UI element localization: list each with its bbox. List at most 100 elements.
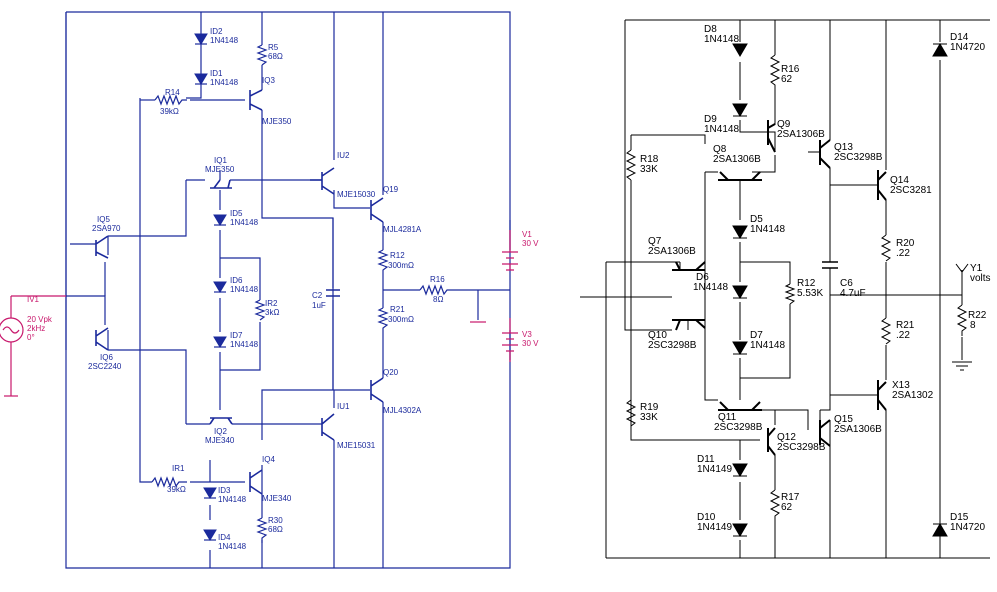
svg-text:D9: D9 (704, 114, 717, 125)
diode-D7 (732, 341, 748, 355)
svg-text:D7: D7 (750, 330, 763, 341)
svg-text:300mΩ: 300mΩ (388, 315, 414, 324)
svg-text:Q19: Q19 (383, 185, 399, 194)
diode-ID7 (213, 336, 227, 348)
resistor-R12 (377, 249, 389, 275)
capacitor-C6 (822, 260, 838, 275)
transistor-Q12 (767, 427, 776, 456)
svg-text:IQ6: IQ6 (100, 353, 113, 362)
svg-text:D15: D15 (950, 512, 969, 523)
svg-text:R18: R18 (640, 154, 659, 165)
svg-text:2kHz: 2kHz (27, 324, 45, 333)
svg-text:1N4720: 1N4720 (950, 522, 985, 533)
transistor-IQ5 (95, 235, 109, 259)
svg-text:1N4149: 1N4149 (697, 464, 732, 475)
svg-text:R16: R16 (781, 64, 800, 75)
svg-text:33K: 33K (640, 412, 658, 423)
svg-text:Q20: Q20 (383, 368, 399, 377)
svg-text:R21: R21 (390, 305, 405, 314)
svg-text:V3: V3 (522, 330, 532, 339)
svg-text:D8: D8 (704, 24, 717, 35)
svg-text:D10: D10 (697, 512, 716, 523)
svg-text:ID1: ID1 (210, 69, 223, 78)
resistor-R21r (880, 317, 892, 345)
svg-text:MJE340: MJE340 (262, 494, 292, 503)
transistor-X13 (877, 380, 887, 411)
diode-D9 (732, 103, 748, 117)
svg-text:IQ4: IQ4 (262, 455, 275, 464)
diode-ID4 (203, 529, 217, 541)
svg-text:R5: R5 (268, 43, 279, 52)
svg-text:1N4148: 1N4148 (218, 542, 247, 551)
svg-text:20 Vpk: 20 Vpk (27, 315, 53, 324)
ground-symbol-right (952, 361, 972, 371)
resistor-R12r (784, 283, 796, 305)
svg-text:C6: C6 (840, 278, 853, 289)
svg-text:volts: volts (970, 273, 991, 284)
svg-text:C2: C2 (312, 291, 323, 300)
svg-text:Q11: Q11 (718, 412, 737, 423)
battery-V3 (502, 318, 518, 362)
svg-text:1N4148: 1N4148 (230, 218, 259, 227)
svg-text:MJE350: MJE350 (262, 117, 292, 126)
capacitor-C2 (326, 289, 340, 297)
diode-D11 (732, 463, 748, 477)
resistor-R18 (625, 149, 637, 181)
svg-text:MJE340: MJE340 (205, 436, 235, 445)
resistor-R22 (956, 304, 968, 336)
svg-text:MJE350: MJE350 (205, 165, 235, 174)
svg-text:1N4148: 1N4148 (704, 124, 739, 135)
svg-text:IR2: IR2 (265, 299, 278, 308)
transistor-Q9 (767, 120, 776, 153)
svg-text:2SA1306B: 2SA1306B (713, 154, 761, 165)
svg-text:2SC3298B: 2SC3298B (714, 422, 763, 433)
svg-text:MJL4281A: MJL4281A (383, 225, 422, 234)
diode-ID6 (213, 281, 227, 293)
svg-text:2SA1306B: 2SA1306B (648, 246, 696, 257)
svg-text:4.7uF: 4.7uF (840, 288, 866, 299)
svg-text:Q13: Q13 (834, 142, 853, 153)
svg-text:2SC3298B: 2SC3298B (834, 152, 883, 163)
resistor-R30 (256, 517, 268, 543)
svg-text:68Ω: 68Ω (268, 525, 283, 534)
diode-ID5 (213, 214, 227, 226)
transistor-Q8 (718, 171, 762, 181)
diode-D14 (932, 43, 948, 57)
transistor-Q7 (672, 261, 706, 271)
svg-text:1N4720: 1N4720 (950, 42, 985, 53)
svg-text:Q7: Q7 (648, 236, 662, 247)
ac-source-IV1 (0, 295, 66, 396)
svg-text:D14: D14 (950, 32, 969, 43)
svg-text:Q8: Q8 (713, 144, 727, 155)
transistor-Q10 (672, 319, 706, 331)
resistor-R19 (625, 399, 637, 427)
svg-text:.22: .22 (896, 330, 910, 341)
label-R20: R20.22 (896, 238, 915, 259)
svg-text:IQ3: IQ3 (262, 76, 275, 85)
